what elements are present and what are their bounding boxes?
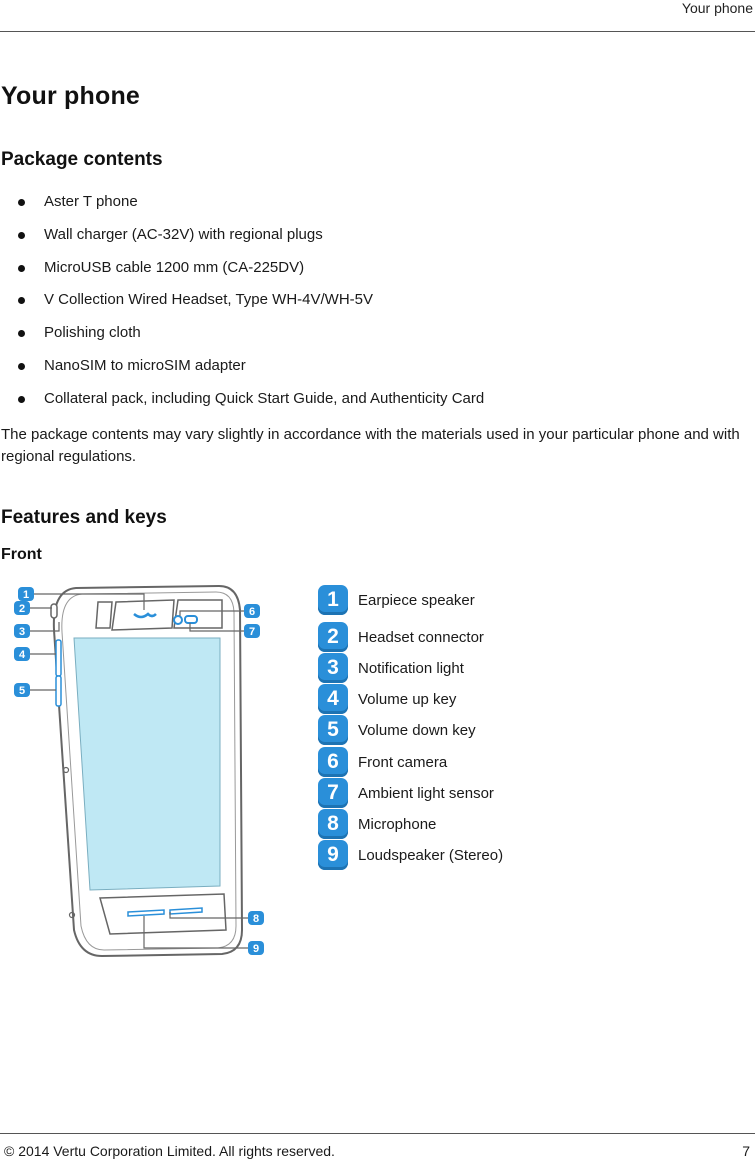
bullet-icon [18,231,25,239]
callout-5: 5 [14,683,30,697]
features-heading: Features and keys [1,507,167,528]
number-2-icon: 2 [318,622,348,652]
list-item: MicroUSB cable 1200 mm (CA-225DV) [0,256,740,289]
list-item: Wall charger (AC-32V) with regional plug… [0,223,740,256]
front-subheading: Front [1,546,42,563]
svg-text:6: 6 [249,606,255,618]
callout-8: 8 [248,911,264,925]
svg-text:8: 8 [253,913,259,925]
callout-7: 7 [244,624,260,638]
svg-text:9: 9 [253,943,259,955]
header-rule [0,31,755,32]
list-item: NanoSIM to microSIM adapter [0,354,740,387]
callout-3: 3 [14,624,30,638]
bullet-icon [18,395,25,403]
bullet-icon [18,330,25,338]
number-9-icon: 9 [318,840,348,870]
phone-front-diagram: 1 2 3 4 5 6 7 8 9 [14,580,272,962]
number-7-icon: 7 [318,778,348,808]
running-header: Your phone [681,0,753,16]
svg-text:7: 7 [249,626,255,638]
package-note: The package contents may vary slightly i… [1,426,740,465]
bullet-icon [18,264,25,272]
page-title: Your phone [1,82,141,110]
number-6-icon: 6 [318,747,348,777]
package-contents-heading: Package contents [1,149,163,170]
svg-text:3: 3 [19,626,25,638]
number-4-icon: 4 [318,684,348,714]
number-3-icon: 3 [318,653,348,683]
svg-text:5: 5 [19,685,25,697]
callout-2: 2 [14,601,30,615]
bullet-icon [18,362,25,370]
callout-9: 9 [248,941,264,955]
svg-text:2: 2 [19,603,25,615]
list-item: Polishing cloth [0,321,740,354]
number-5-icon: 5 [318,715,348,745]
page-number: 7 [742,1143,750,1159]
list-item: Aster T phone [0,190,740,223]
callout-1: 1 [18,587,34,601]
callout-4: 4 [14,647,30,661]
number-1-icon: 1 [318,585,348,615]
number-8-icon: 8 [318,809,348,839]
callout-6: 6 [244,604,260,618]
svg-text:1: 1 [23,589,29,601]
bullet-icon [18,199,25,206]
svg-text:4: 4 [19,649,26,661]
list-item: Collateral pack, including Quick Start G… [0,387,740,420]
footer-rule [0,1133,755,1134]
package-contents-list: Aster T phone Wall charger (AC-32V) with… [0,190,740,420]
list-item: V Collection Wired Headset, Type WH-4V/W… [0,288,740,321]
bullet-icon [18,297,25,305]
copyright-notice: © 2014 Vertu Corporation Limited. All ri… [4,1143,335,1159]
